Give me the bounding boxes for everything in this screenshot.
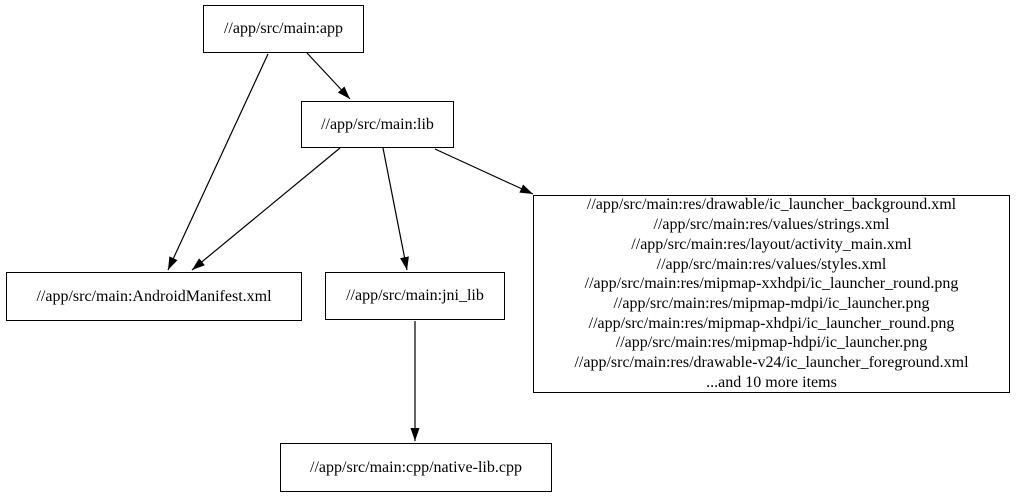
graph-node-resources: //app/src/main:res/drawable/ic_launcher_… [533, 195, 1010, 393]
edge-lib-to-manifest [191, 147, 341, 271]
resource-item: //app/src/main:res/mipmap-hdpi/ic_launch… [615, 334, 928, 352]
graph-node-native-lib: //app/src/main:cpp/native-lib.cpp [280, 443, 552, 492]
edge-app-to-lib [306, 52, 351, 100]
resource-item: //app/src/main:res/drawable-v24/ic_launc… [574, 354, 969, 372]
node-manifest-label: //app/src/main:AndroidManifest.xml [36, 287, 272, 305]
node-jni-lib-label: //app/src/main:jni_lib [346, 287, 484, 304]
edge-lib-to-resources [434, 148, 534, 195]
resource-item: //app/src/main:res/values/styles.xml [656, 255, 887, 273]
graph-node-lib: //app/src/main:lib [301, 101, 454, 148]
graph-node-jni-lib: //app/src/main:jni_lib [325, 272, 505, 320]
resource-item: //app/src/main:res/drawable/ic_launcher_… [586, 196, 957, 214]
node-lib-label: //app/src/main:lib [321, 115, 434, 133]
graph-node-android-manifest: //app/src/main:AndroidManifest.xml [6, 272, 302, 321]
resource-item: //app/src/main:res/mipmap-mdpi/ic_launch… [613, 295, 930, 312]
resource-item: //app/src/main:res/layout/activity_main.… [631, 235, 912, 253]
resource-more-items: ...and 10 more items [706, 373, 837, 391]
resource-item: //app/src/main:res/mipmap-xxhdpi/ic_laun… [584, 275, 959, 293]
node-native-lib-label: //app/src/main:cpp/native-lib.cpp [310, 458, 522, 476]
graph-node-app: //app/src/main:app [203, 5, 364, 53]
resource-item: //app/src/main:res/values/strings.xml [653, 216, 890, 234]
edge-app-to-manifest [167, 53, 269, 271]
node-app-label: //app/src/main:app [223, 20, 344, 37]
edge-lib-to-jni-lib [382, 147, 409, 271]
resource-item: //app/src/main:res/mipmap-xhdpi/ic_launc… [588, 314, 955, 332]
